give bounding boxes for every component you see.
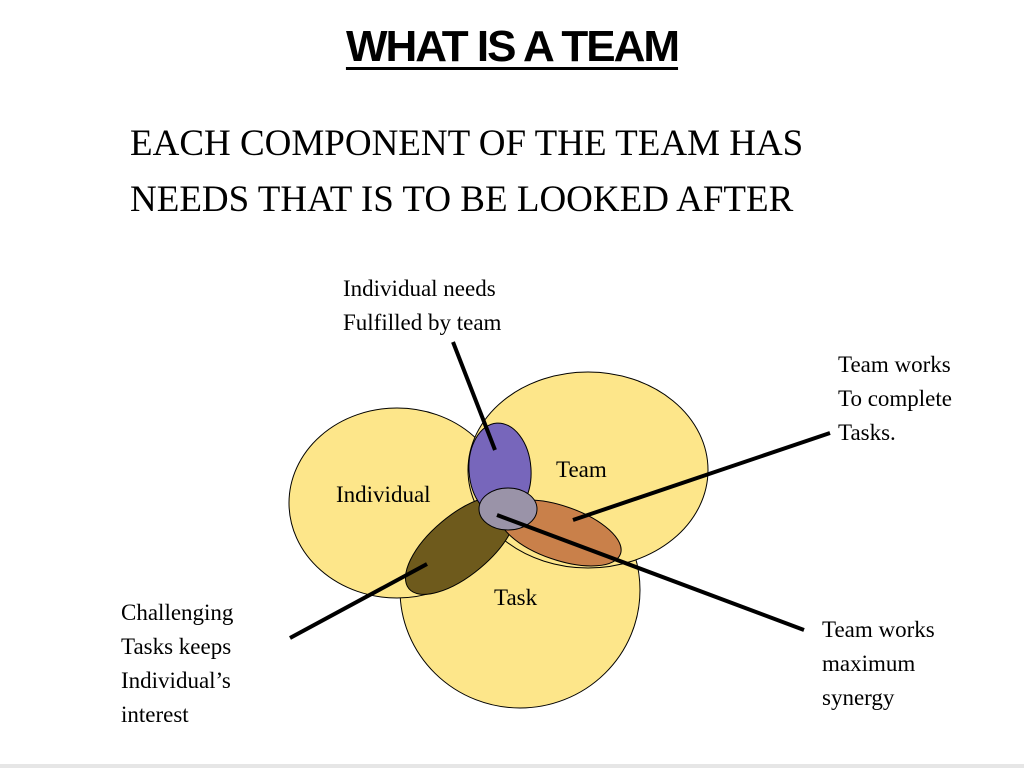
- challenging-tasks-pointer: [289, 562, 428, 640]
- subtitle-line-1: EACH COMPONENT OF THE TEAM HAS: [130, 123, 804, 164]
- callout-line: Challenging: [121, 600, 234, 625]
- individual-needs-callout: Individual needs Fulfilled by team: [343, 272, 501, 340]
- callout-line: maximum: [822, 651, 916, 676]
- team-synergy-pointer: [496, 513, 805, 632]
- subtitle: EACH COMPONENT OF THE TEAM HAS NEEDS THA…: [130, 116, 990, 228]
- bottom-divider: [0, 764, 1024, 768]
- callout-line: Tasks.: [838, 420, 896, 445]
- callout-line: Team works: [822, 617, 935, 642]
- callout-line: Tasks keeps: [121, 634, 232, 659]
- callout-line: interest: [121, 702, 189, 727]
- task-circle-label: Task: [494, 585, 538, 610]
- subtitle-line-2: NEEDS THAT IS TO BE LOOKED AFTER: [130, 179, 794, 220]
- page-title: WHAT IS A TEAM: [345, 22, 680, 71]
- callout-line: Fulfilled by team: [343, 310, 502, 335]
- individual-circle-label: Individual: [336, 482, 431, 507]
- callout-line: Individual needs: [343, 276, 496, 301]
- center-overlap: [478, 487, 538, 531]
- callout-line: To complete: [838, 386, 952, 411]
- team-synergy-callout: Team works maximum synergy: [822, 613, 935, 715]
- challenging-tasks-callout: Challenging Tasks keeps Individual’s int…: [121, 596, 233, 732]
- team-works-complete-pointer: [572, 431, 831, 522]
- callout-line: Team works: [838, 352, 951, 377]
- callout-line: Individual’s: [121, 668, 231, 693]
- team-circle-label: Team: [556, 457, 607, 482]
- team-works-complete-callout: Team works To complete Tasks.: [838, 348, 952, 450]
- callout-line: synergy: [822, 685, 895, 710]
- individual-needs-pointer: [451, 341, 497, 451]
